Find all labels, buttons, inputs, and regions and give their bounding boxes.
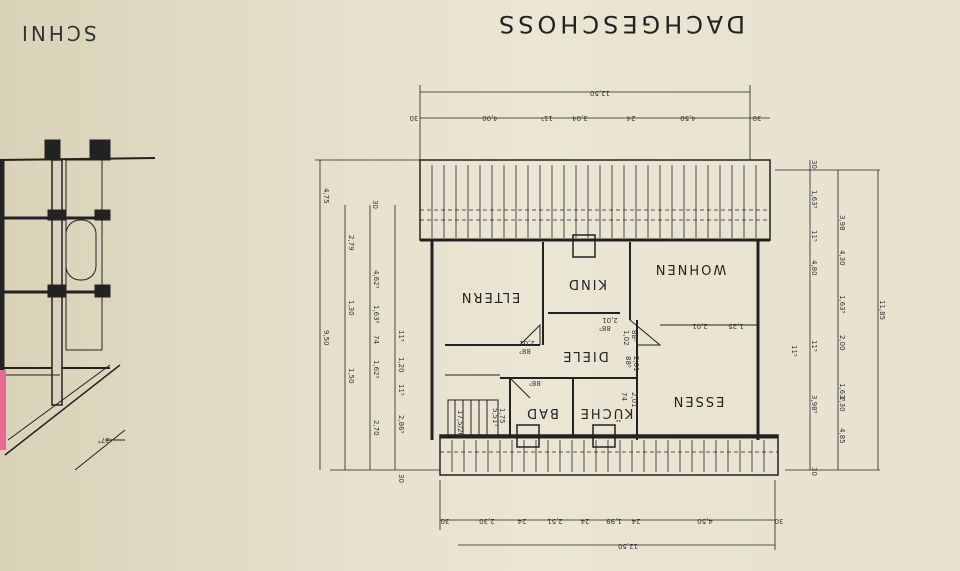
dim-top-f: 4,00	[482, 114, 498, 122]
dim-diele-1: 88⁵	[624, 356, 632, 368]
dim-top-e: 11⁵	[541, 114, 553, 122]
dim-right-h: 2,00	[838, 335, 846, 351]
dim-eltern-door2: 88⁵	[519, 347, 531, 355]
dim-left-m: 2,70	[372, 420, 380, 436]
dim-bottom-a: 30	[441, 517, 450, 525]
dim-bottom-b: 2,30	[479, 517, 495, 525]
dim-top-a: 30	[753, 114, 762, 122]
dim-right-total: 11,85	[878, 300, 886, 320]
floor-plan	[315, 85, 880, 550]
dim-left-o: 30	[397, 474, 405, 483]
roof-hatch-bottom	[440, 440, 778, 472]
dim-stair-1: 5,51⁵	[491, 408, 499, 427]
dim-top-b: 4,50	[680, 114, 696, 122]
dim-top-c: 24	[626, 114, 635, 122]
dim-left-f: 1,63⁵	[372, 305, 380, 324]
dim-bottom-d: 2,51	[547, 517, 563, 525]
dim-bottom-c: 24	[517, 517, 526, 525]
dim-top-total: 12,50	[590, 89, 610, 97]
dim-right-n: 30	[810, 467, 818, 476]
dim-bottom-i: 30	[775, 517, 784, 525]
room-kueche: KÜCHE	[579, 405, 634, 422]
dim-wall2: 1,02	[622, 330, 630, 346]
dim-left-b: 30	[371, 200, 379, 209]
dim-stair-3: 17,5/26	[456, 410, 464, 437]
dim-diele-2: 2,01	[632, 356, 640, 372]
room-diele: DIELE	[561, 348, 609, 363]
dim-left-a: 4,75	[322, 188, 330, 204]
room-kind: KIND	[567, 276, 607, 291]
dim-left-e: 4,62⁵	[372, 270, 380, 289]
dim-right-k: 1,30	[838, 396, 846, 412]
dim-kind-door2: 88⁵	[599, 324, 611, 332]
dim-right-f: 4,80	[810, 260, 818, 276]
dim-essen-1: 11⁵	[790, 345, 798, 357]
dim-kueche-2: 2,01	[630, 392, 638, 408]
angle-label: 37°	[98, 436, 110, 444]
dim-right-b: 1,63⁵	[810, 190, 818, 209]
dim-wall1: 88⁵	[630, 330, 638, 342]
roof-hatch-top	[420, 165, 770, 238]
dim-top-d: 3,04	[572, 114, 588, 122]
dim-bottom-g: 24	[631, 517, 640, 525]
dim-left-g: 11⁵	[397, 330, 405, 342]
dim-right-a: 30	[810, 160, 818, 169]
room-essen: ESSEN	[672, 393, 725, 408]
dim-wohnen-1: 2,01	[692, 322, 708, 330]
dim-bottom-h: 4,50	[697, 517, 713, 525]
dim-stair-2: 1,75	[498, 408, 506, 424]
section-drawing	[0, 139, 156, 471]
dim-top-g: 30	[410, 114, 419, 122]
dim-left-h: 74	[372, 335, 380, 344]
dim-bottom-e: 24	[580, 517, 589, 525]
dim-right-g: 1,63⁵	[838, 295, 846, 314]
dim-left-l: 11⁵	[397, 384, 405, 396]
dim-right-j: 1,63⁵	[838, 383, 846, 402]
dim-right-i: 11⁵	[810, 340, 818, 352]
dim-bottom-total: 12,50	[618, 542, 638, 550]
dim-left-c: 2,79	[347, 235, 355, 251]
room-bad: BAD	[525, 405, 559, 420]
dim-right-m: 4,85	[838, 428, 846, 444]
dim-eltern-door: 2,01	[519, 339, 535, 347]
dim-kind-door: 2,01	[602, 316, 618, 324]
dim-left-k: 1,62⁵	[372, 360, 380, 379]
dim-right-d: 11⁵	[810, 230, 818, 242]
room-eltern: ELTERN	[460, 289, 521, 304]
dim-left-j: 1,50	[347, 368, 355, 384]
dim-left-total: 9,50	[322, 330, 330, 346]
dim-right-l: 3,98⁵	[810, 395, 818, 414]
dim-bottom-f: 1,99	[606, 517, 622, 525]
dim-kueche-1: 74	[620, 392, 628, 401]
dim-left-n: 2,86⁵	[397, 415, 405, 434]
dim-wohnen-2: 1,25	[728, 322, 744, 330]
dim-right-e: 4,30	[838, 250, 846, 266]
dim-left-i: 1,20	[397, 357, 405, 373]
dim-right-c: 3,98	[838, 215, 846, 231]
dim-left-d: 1,30	[347, 300, 355, 316]
dim-bad-1: 88⁵	[529, 379, 541, 387]
room-wohnen: WOHNEN	[654, 261, 727, 276]
